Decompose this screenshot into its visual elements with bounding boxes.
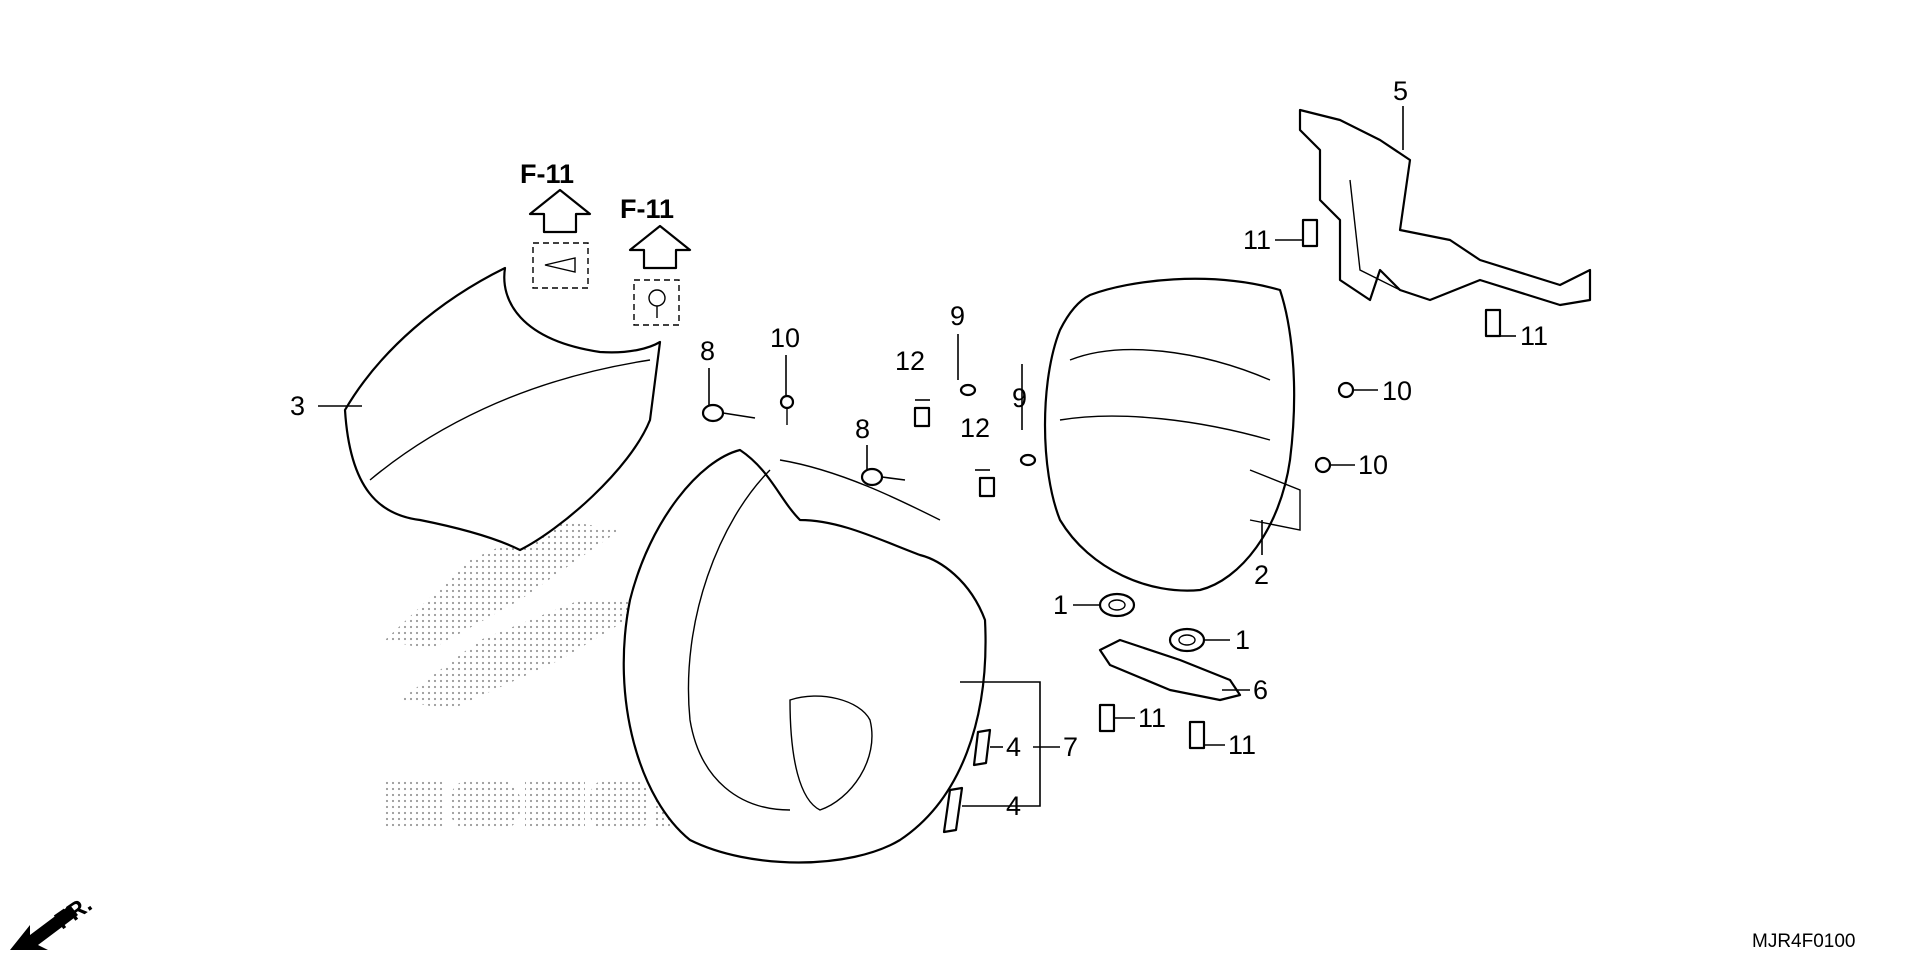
label-part-12a: 12 (895, 346, 925, 376)
bolt-12-part-a[interactable] (913, 406, 931, 428)
bolt-11-part-c[interactable] (1098, 703, 1116, 733)
bolt-11-part-d[interactable] (1188, 720, 1206, 750)
bolt-12-part-b[interactable] (978, 476, 996, 498)
bolt-11-part-a[interactable] (1301, 218, 1319, 248)
screw-10-part-b[interactable] (1337, 381, 1355, 399)
label-part-10b: 10 (1382, 376, 1412, 406)
front-cowl-part[interactable] (622, 448, 987, 864)
washer-9-part-b[interactable] (1019, 453, 1037, 467)
grommet-part-b[interactable] (1168, 627, 1206, 653)
reference-arrow-right[interactable] (628, 224, 692, 326)
label-part-7: 7 (1063, 732, 1078, 762)
bolt-11-part-b[interactable] (1484, 308, 1502, 338)
headlight-part[interactable] (1043, 277, 1301, 592)
pad-part-a[interactable] (972, 728, 992, 767)
label-part-12b: 12 (960, 413, 990, 443)
screw-10-part-c[interactable] (1314, 456, 1332, 474)
grommet-8-part-b[interactable] (860, 467, 884, 487)
label-part-9b: 9 (1012, 383, 1027, 413)
label-part-3: 3 (290, 391, 305, 421)
windscreen-part[interactable] (343, 266, 662, 552)
diagram-code: MJR4F0100 (1752, 931, 1856, 952)
label-part-10a: 10 (770, 323, 800, 353)
honda-wing-watermark (385, 520, 660, 710)
label-part-11c: 11 (1138, 703, 1166, 733)
label-part-9a: 9 (950, 301, 965, 331)
grommet-part-a[interactable] (1098, 592, 1136, 618)
reference-label-left[interactable]: F-11 (520, 159, 574, 189)
leader-lines (318, 106, 1516, 807)
washer-9-part-a[interactable] (959, 383, 977, 397)
label-part-8a: 8 (700, 336, 715, 366)
stay-plate-part[interactable] (1098, 638, 1242, 702)
label-part-6: 6 (1253, 675, 1268, 705)
label-part-10c: 10 (1358, 450, 1388, 480)
screw-10-part-a[interactable] (779, 394, 795, 425)
grommet-8-part-a[interactable] (701, 403, 725, 423)
reference-label-right[interactable]: F-11 (620, 194, 674, 224)
label-part-11d: 11 (1228, 730, 1256, 760)
headlight-stay-part[interactable] (1298, 108, 1592, 307)
pad-part-b[interactable] (942, 786, 964, 834)
label-part-4a: 4 (1006, 732, 1021, 762)
label-part-1b: 1 (1235, 625, 1250, 655)
label-part-1a: 1 (1053, 590, 1068, 620)
label-part-4b: 4 (1006, 791, 1021, 821)
label-part-11b: 11 (1520, 321, 1548, 351)
reference-arrow-left[interactable] (528, 188, 592, 289)
label-part-8b: 8 (855, 414, 870, 444)
front-direction-arrow (10, 905, 78, 950)
label-part-2: 2 (1254, 560, 1269, 590)
label-part-5: 5 (1393, 76, 1408, 106)
label-part-11a: 11 (1243, 225, 1271, 255)
